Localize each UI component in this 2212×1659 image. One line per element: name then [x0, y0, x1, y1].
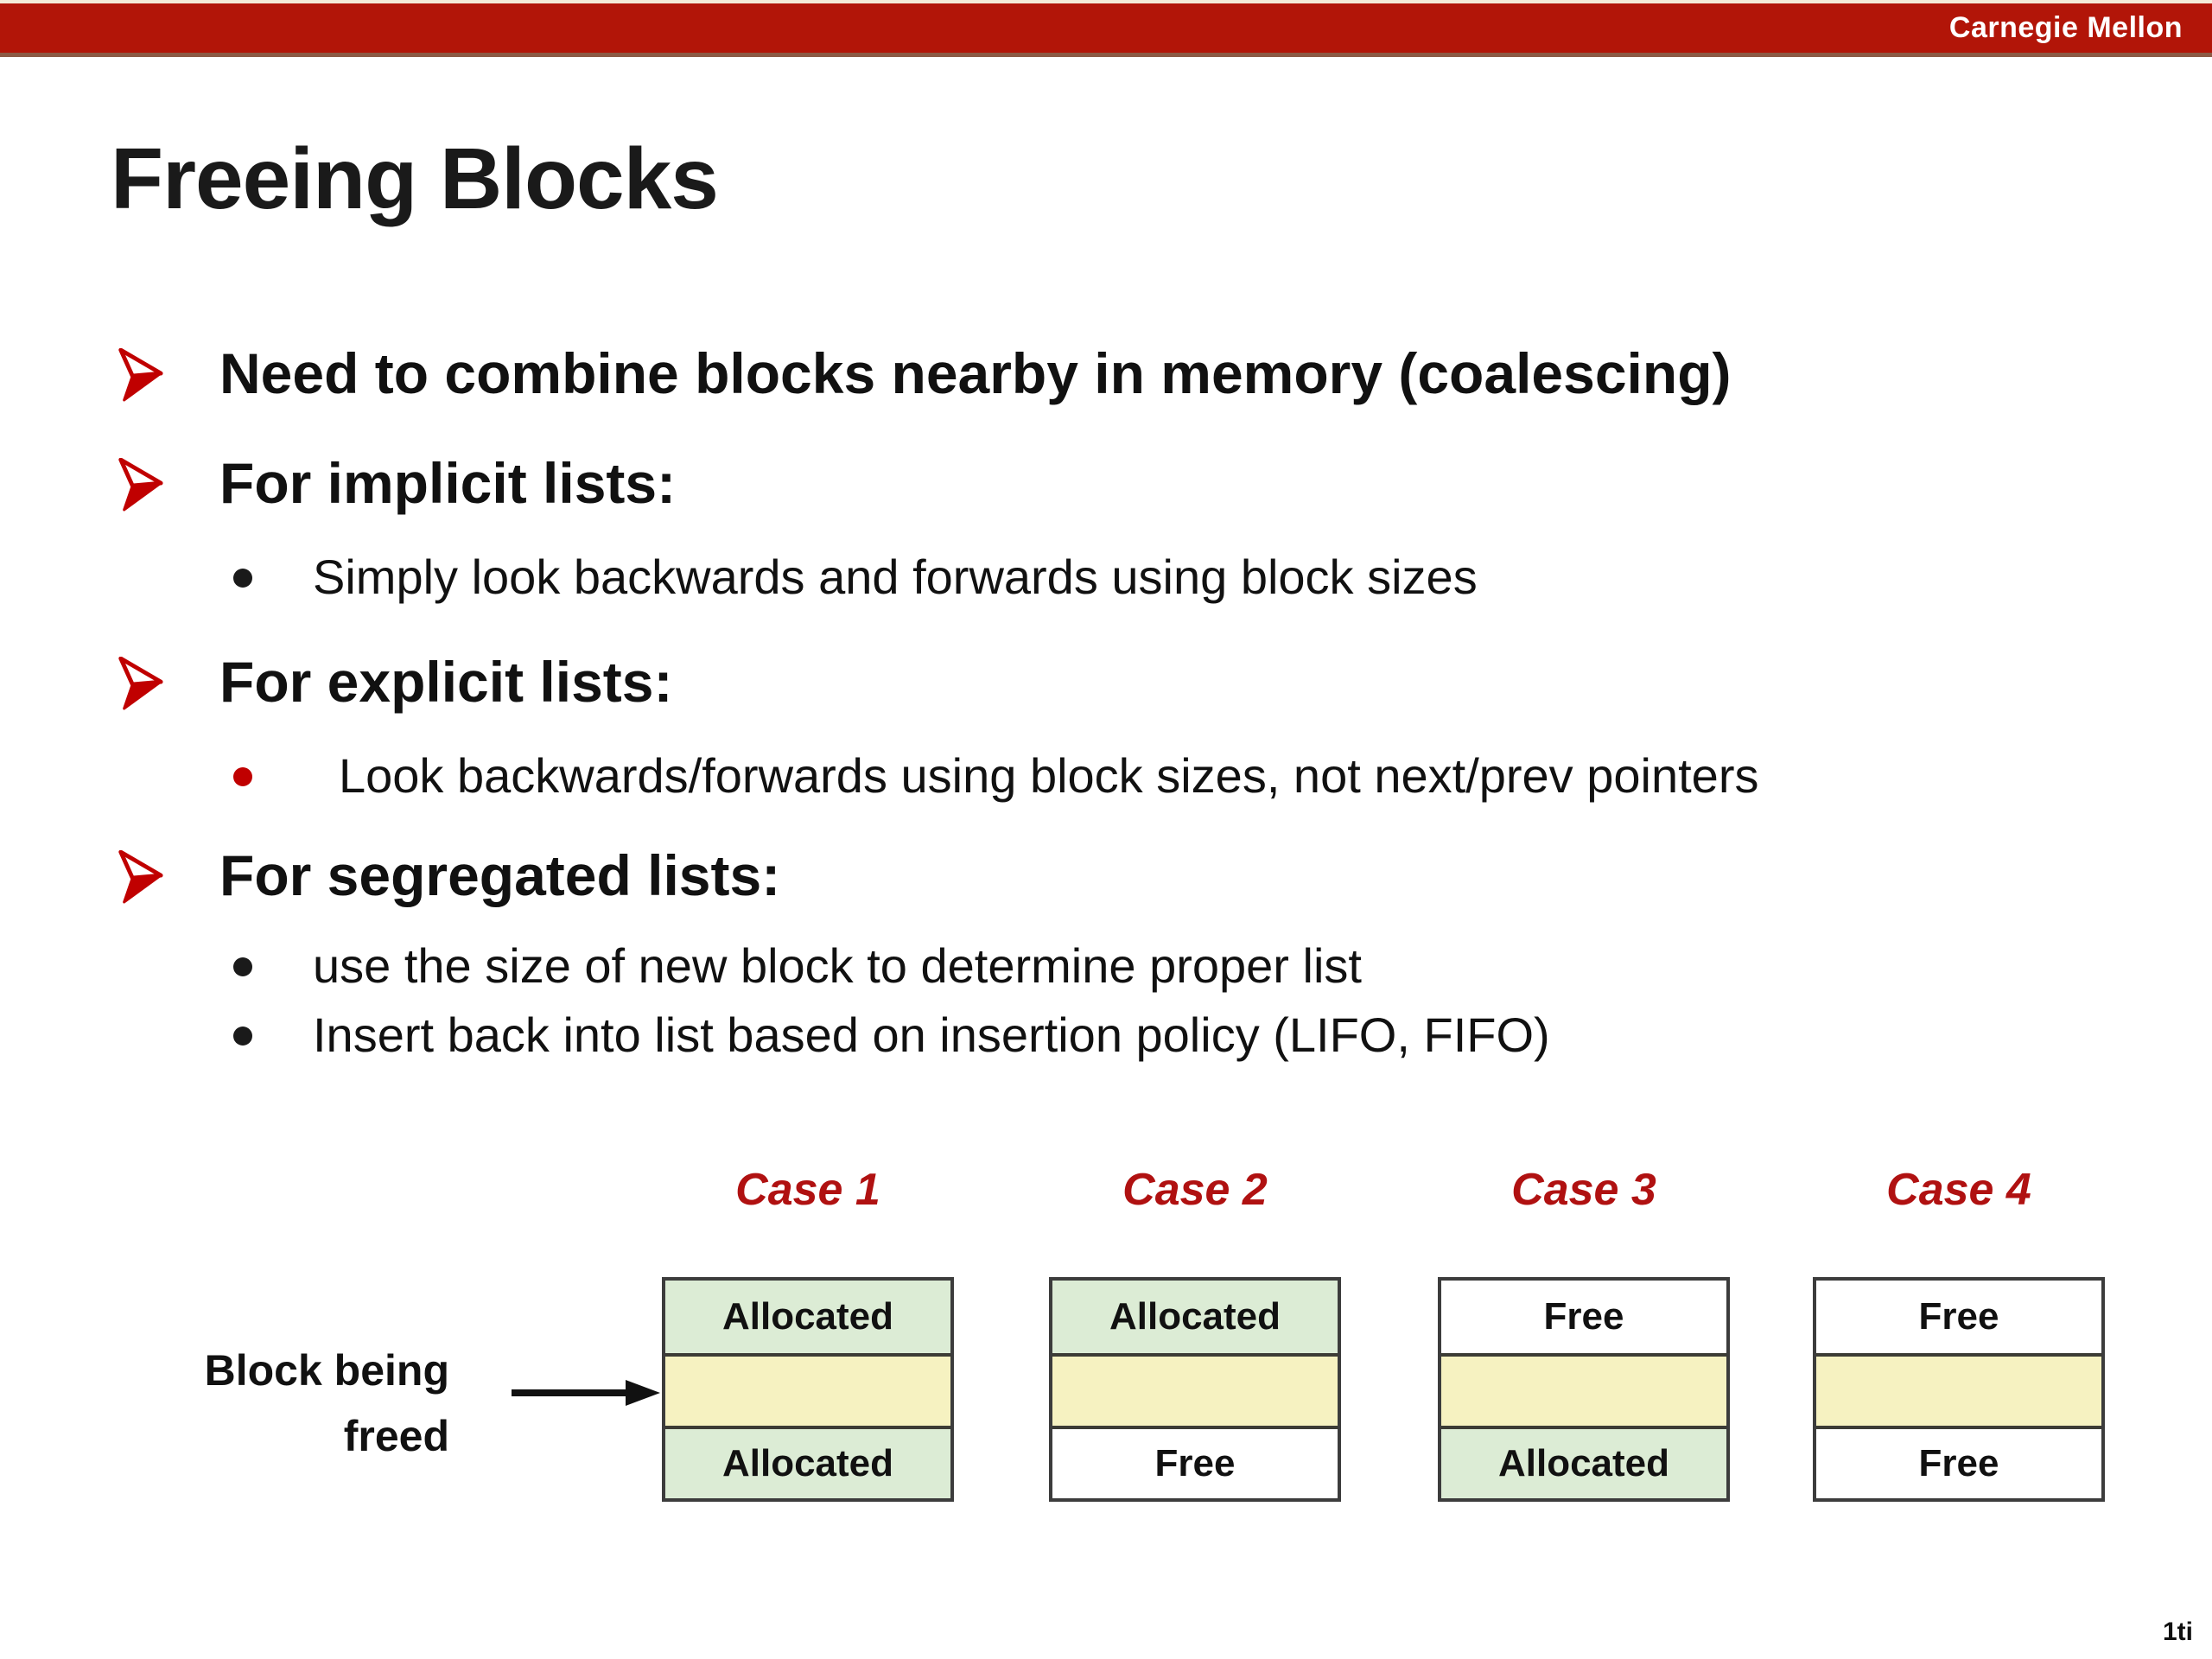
- stack-cell-top: Allocated: [1052, 1281, 1338, 1353]
- case-column: Case 1 Allocated Allocated: [662, 1160, 954, 1502]
- stack-cell-bottom: Free: [1052, 1426, 1338, 1498]
- bullet-text: Insert back into list based on insertion…: [313, 1007, 1550, 1062]
- memory-stack: Free Free: [1813, 1277, 2105, 1502]
- stack-cell-top: Free: [1441, 1281, 1726, 1353]
- arrowhead-bullet-icon: [114, 347, 164, 416]
- arrowhead-bullet-icon: [114, 457, 164, 526]
- stack-cell-middle-freed: [1441, 1353, 1726, 1426]
- arrowhead-bullet-icon: [114, 656, 164, 725]
- sub-bullet-item: Look backwards/forwards using block size…: [233, 748, 1758, 804]
- memory-stack: Allocated Free: [1049, 1277, 1341, 1502]
- sub-bullet-item: Simply look backwards and forwards using…: [233, 550, 1478, 605]
- stack-cell-top: Free: [1816, 1281, 2101, 1353]
- stack-cell-bottom: Allocated: [1441, 1426, 1726, 1498]
- case-label: Case 2: [1122, 1165, 1268, 1215]
- bullet-item: Need to combine blocks nearby in memory …: [114, 341, 1731, 416]
- case-label: Case 3: [1511, 1165, 1656, 1215]
- case-column: Case 4 Free Free: [1813, 1160, 2105, 1502]
- pointer-label: Block being freed: [204, 1346, 449, 1460]
- dot-bullet-icon: [233, 569, 252, 588]
- arrowhead-bullet-icon: [114, 849, 164, 918]
- case-label: Case 1: [735, 1165, 880, 1215]
- stack-cell-top: Allocated: [665, 1281, 950, 1353]
- stack-cell-middle-freed: [1816, 1353, 2101, 1426]
- brand-text: Carnegie Mellon: [1948, 11, 2183, 44]
- stack-cell-middle-freed: [665, 1353, 950, 1426]
- bullet-item: For segregated lists:: [114, 843, 780, 918]
- bullet-text: For implicit lists:: [219, 451, 677, 515]
- header-bar: Carnegie Mellon: [0, 0, 2212, 57]
- page-number: 1ti: [2162, 1618, 2193, 1646]
- sub-bullet-item: use the size of new block to determine p…: [233, 938, 1362, 994]
- case-column: Case 2 Allocated Free: [1049, 1160, 1341, 1502]
- sub-bullet-item: Insert back into list based on insertion…: [233, 1007, 1550, 1063]
- dot-bullet-icon: [233, 1027, 252, 1046]
- stack-cell-bottom: Allocated: [665, 1426, 950, 1498]
- right-arrow-icon: [512, 1380, 660, 1406]
- case-column: Case 3 Free Allocated: [1438, 1160, 1730, 1502]
- bullet-item: For implicit lists:: [114, 451, 676, 526]
- page-title: Freeing Blocks: [111, 130, 719, 227]
- memory-stack: Free Allocated: [1438, 1277, 1730, 1502]
- bullet-text: Simply look backwards and forwards using…: [313, 550, 1478, 604]
- dot-bullet-icon: [233, 767, 252, 786]
- bullet-text: For segregated lists:: [219, 843, 781, 907]
- bullet-item: For explicit lists:: [114, 650, 672, 725]
- bullet-text: For explicit lists:: [219, 650, 673, 714]
- bullet-text: Look backwards/forwards using block size…: [339, 748, 1759, 803]
- bullet-text: use the size of new block to determine p…: [313, 938, 1362, 993]
- bullet-text: Need to combine blocks nearby in memory …: [219, 341, 1732, 405]
- case-label: Case 4: [1886, 1165, 2031, 1215]
- stack-cell-middle-freed: [1052, 1353, 1338, 1426]
- memory-stack: Allocated Allocated: [662, 1277, 954, 1502]
- dot-bullet-icon: [233, 957, 252, 976]
- stack-cell-bottom: Free: [1816, 1426, 2101, 1498]
